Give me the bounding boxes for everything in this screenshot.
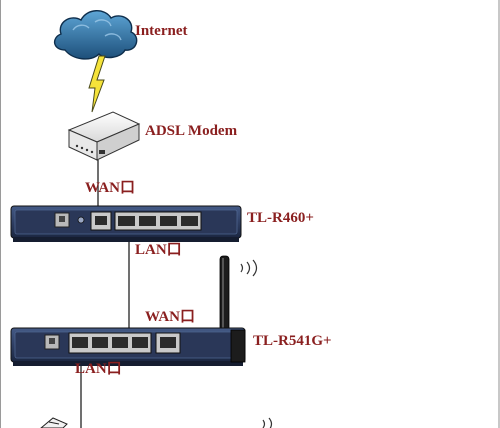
wireless-signal-icon xyxy=(240,259,258,277)
wireless-router-icon xyxy=(10,327,246,366)
client-device-icon xyxy=(40,417,68,428)
cloud-icon xyxy=(54,10,138,60)
router2-lan-label: LAN口 xyxy=(75,361,122,377)
router1-lan-label: LAN口 xyxy=(135,242,182,258)
lightning-icon xyxy=(88,55,106,113)
router2-name-label: TL-R541G+ xyxy=(253,333,332,349)
modem-label: ADSL Modem xyxy=(145,123,238,139)
router-icon xyxy=(10,205,242,242)
internet-label: Internet xyxy=(135,23,188,39)
wireless-signal-icon xyxy=(262,417,273,428)
router1-name-label: TL-R460+ xyxy=(247,210,314,226)
modem-icon xyxy=(67,111,141,161)
router2-wan-label: WAN口 xyxy=(145,309,196,325)
router1-wan-label: WAN口 xyxy=(85,180,136,196)
